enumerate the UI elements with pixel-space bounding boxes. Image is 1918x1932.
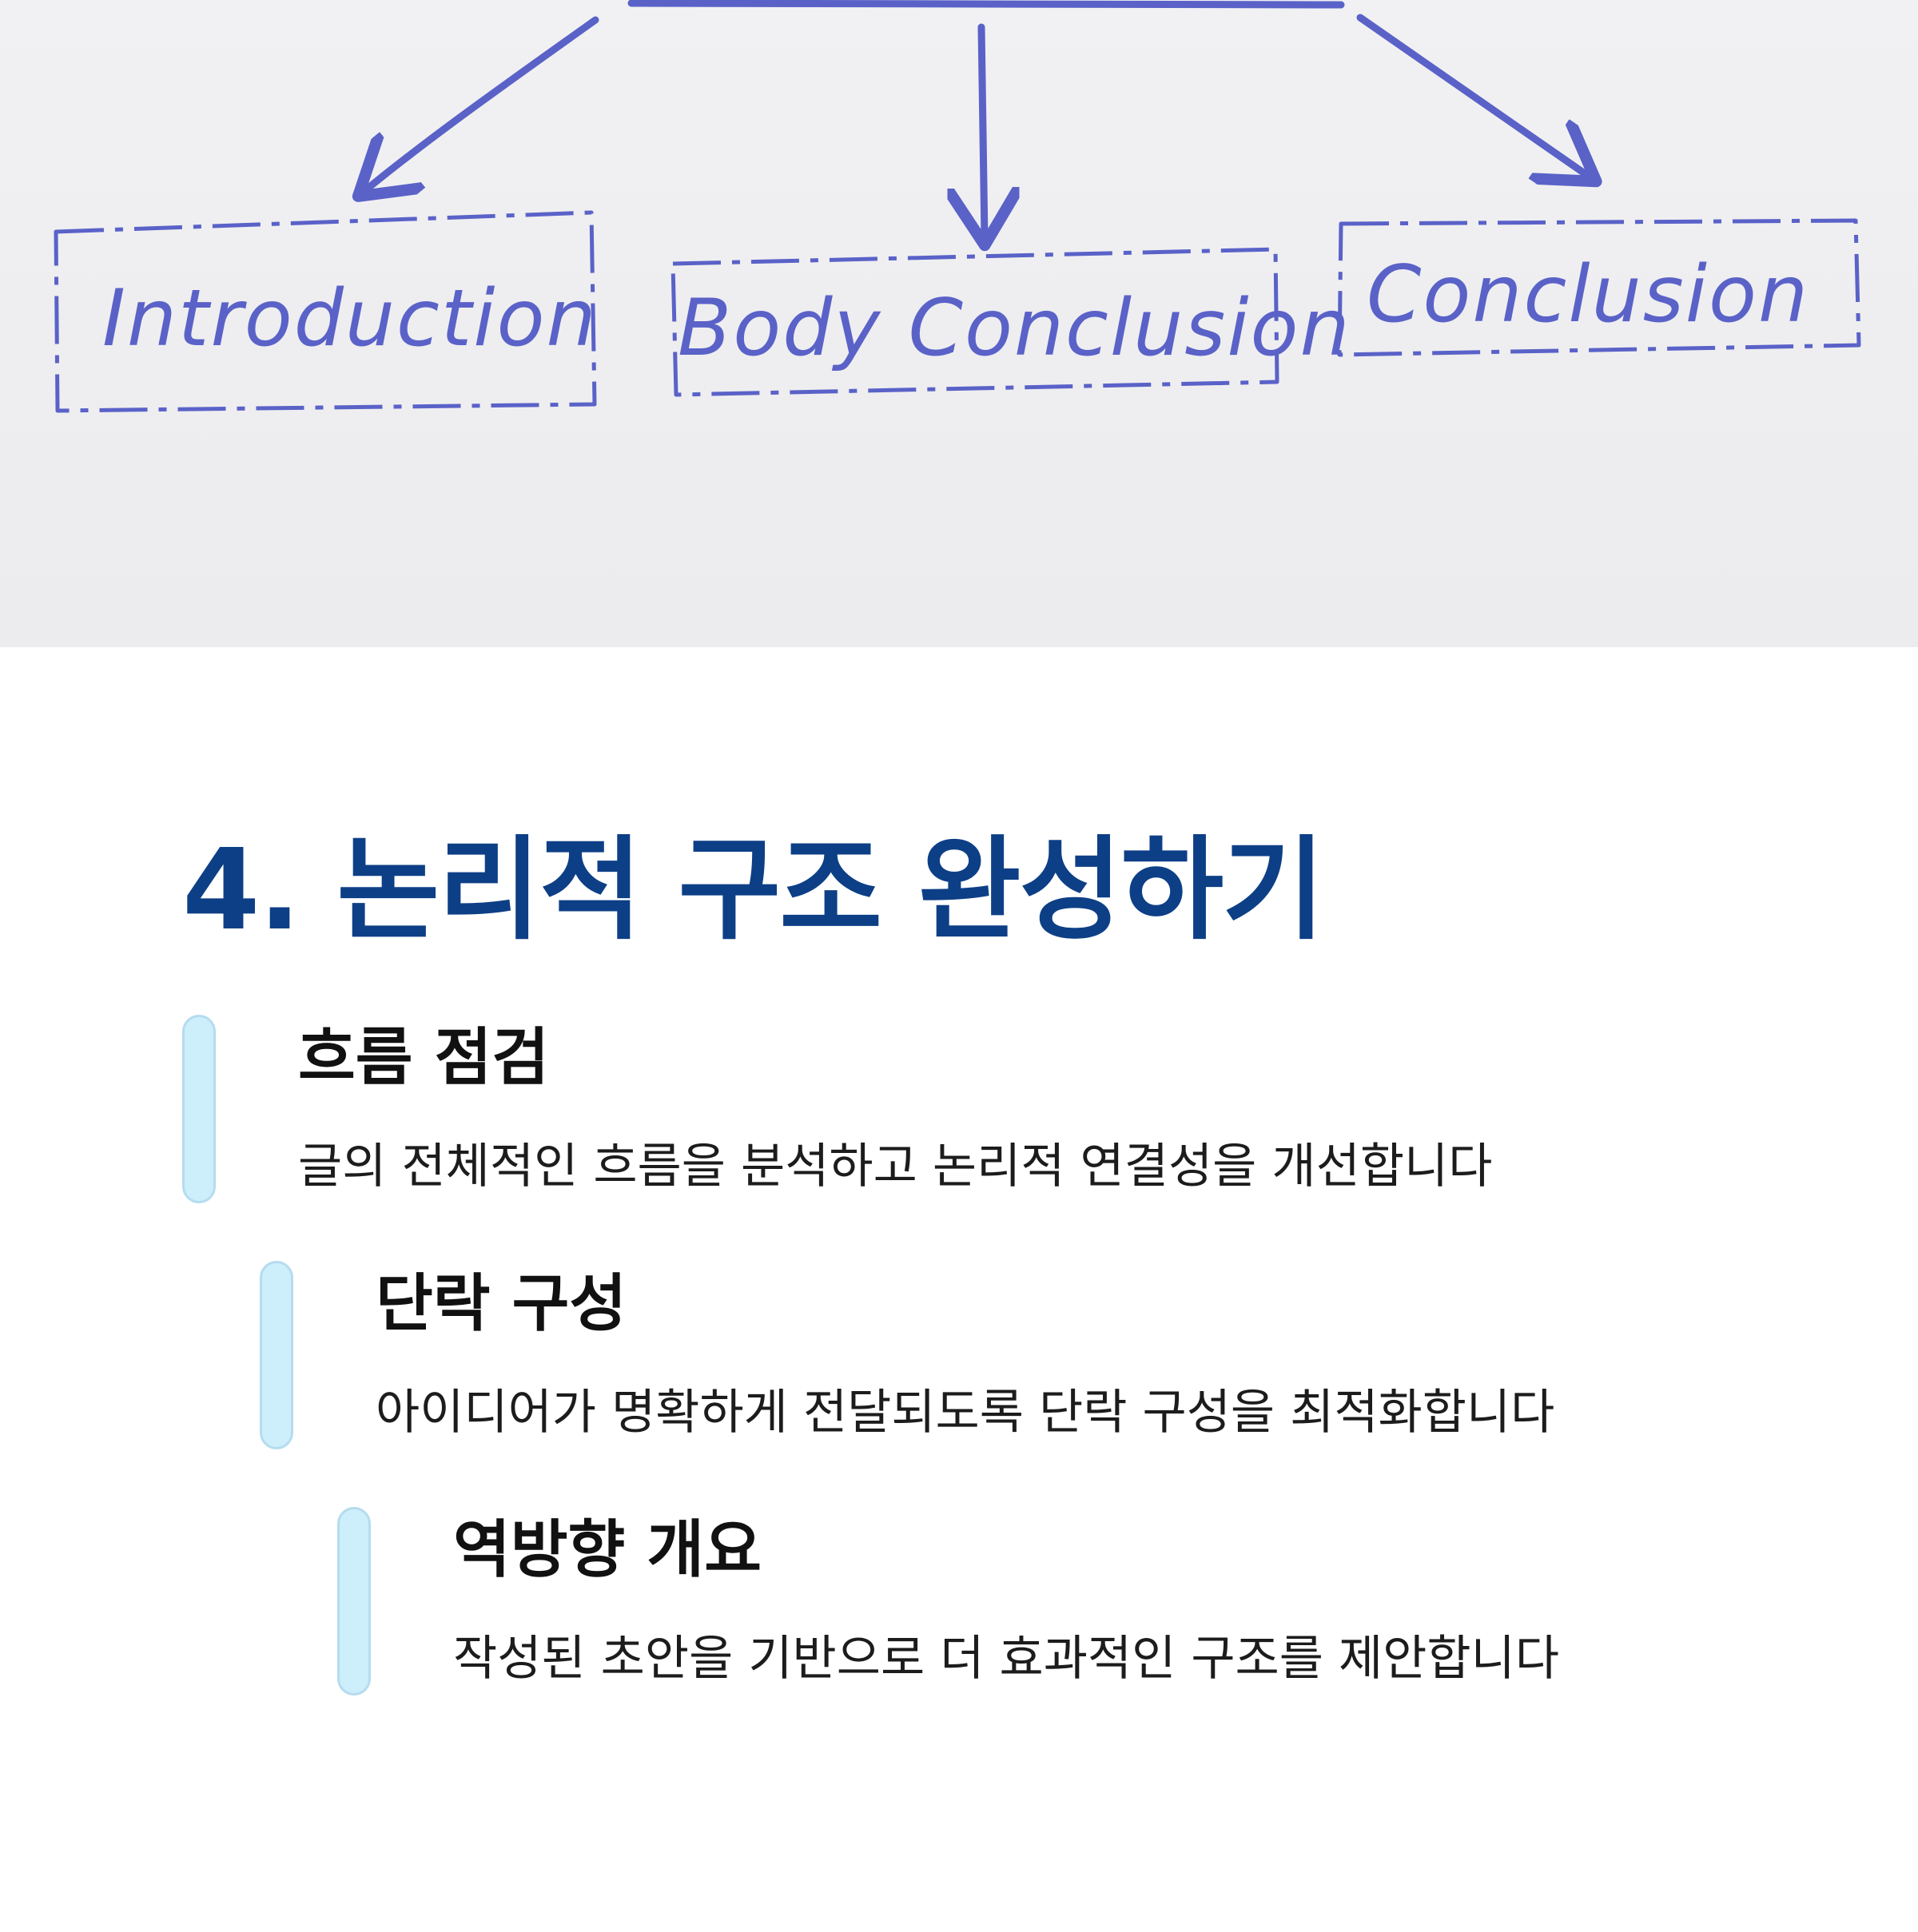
body-conclusion-label: Body Conclusion xyxy=(678,283,1351,374)
step-description: 글의 전체적인 흐름을 분석하고 논리적 연결성을 개선합니다 xyxy=(298,1139,1493,1195)
step-accent-bar xyxy=(337,1507,371,1695)
step-description: 아이디어가 명확하게 전달되도록 단락 구성을 최적화합니다 xyxy=(376,1385,1555,1441)
whiteboard-drawing: Introduction Body Conclusion Conclusion xyxy=(54,0,1861,413)
conclusion-box xyxy=(1337,218,1861,357)
step-accent-bar xyxy=(260,1261,293,1449)
step-accent-bar xyxy=(182,1015,216,1203)
whiteboard-image: Introduction Body Conclusion Conclusion xyxy=(0,0,1918,647)
arrow-to-body xyxy=(981,23,985,238)
arrow-to-introduction xyxy=(364,16,599,192)
arrow-to-conclusion xyxy=(1356,14,1590,177)
conclusion-label: Conclusion xyxy=(1367,249,1809,340)
introduction-label: Introduction xyxy=(102,273,598,364)
introduction-box xyxy=(54,210,597,413)
body-box xyxy=(671,247,1279,397)
tree-top-line xyxy=(627,0,1345,9)
step-heading: 단락 구성 xyxy=(376,1268,627,1340)
slide-title: 4. 논리적 구조 완성하기 xyxy=(182,825,1325,956)
step-description: 작성된 초안을 기반으로 더 효과적인 구조를 제안합니다 xyxy=(453,1631,1560,1687)
step-heading: 역방향 개요 xyxy=(453,1514,762,1586)
step-heading: 흐름 점검 xyxy=(298,1022,550,1094)
